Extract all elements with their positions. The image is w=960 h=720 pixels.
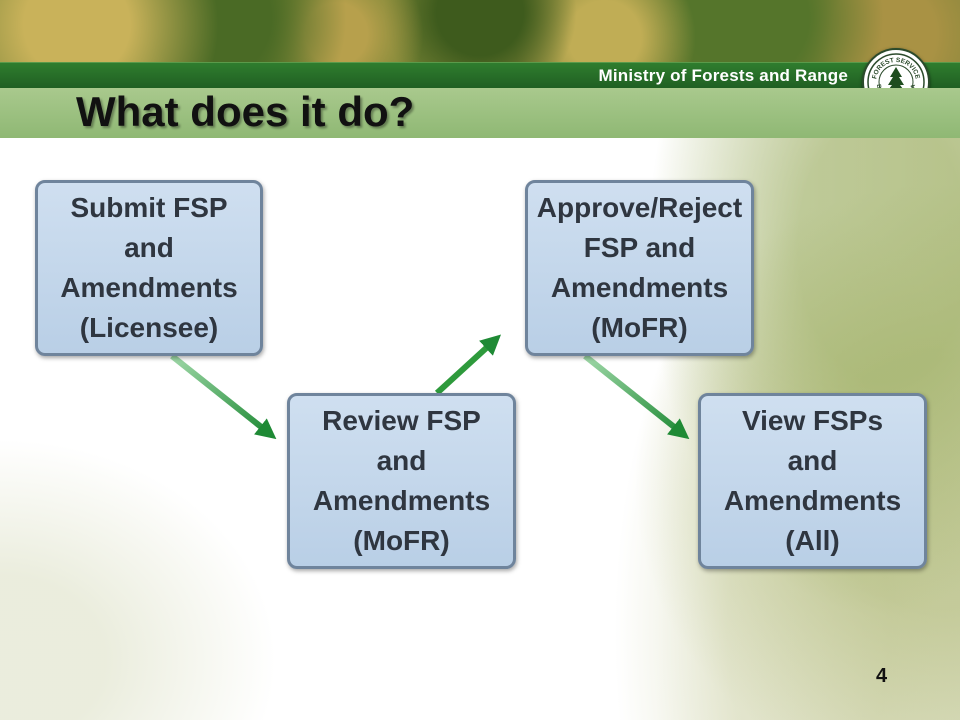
arrow-submit-to-review (170, 353, 277, 440)
box-text-line: Approve/Reject (536, 192, 743, 223)
box-text-line: Amendments (312, 485, 491, 516)
box-text-line: (MoFR) (591, 312, 688, 343)
arrow-approve-to-view (583, 353, 690, 440)
ministry-name: Ministry of Forests and Range (598, 66, 848, 85)
box-text-line: (Licensee) (79, 312, 219, 343)
title-band (0, 88, 960, 138)
box-text-line: (All) (785, 525, 840, 556)
forest-banner-image (0, 0, 960, 62)
foliage-background-left (0, 420, 300, 720)
box-text-line: View FSPs (741, 405, 884, 436)
process-box-view: View FSPs and Amendments (All) (698, 393, 927, 569)
arrow-review-to-approve (434, 334, 502, 396)
box-text-line: and (376, 445, 427, 476)
process-box-approve: Approve/Reject FSP and Amendments (MoFR) (525, 180, 754, 356)
box-text-line: Amendments (60, 272, 238, 303)
box-text-line: and (787, 445, 838, 476)
process-box-submit: Submit FSP and Amendments (Licensee) (35, 180, 263, 356)
slide-number: 4 (876, 665, 888, 687)
process-box-review: Review FSP and Amendments (MoFR) (287, 393, 516, 569)
box-text-line: FSP and (583, 232, 696, 263)
ministry-header-bar (0, 62, 960, 89)
box-text-line: and (124, 232, 174, 263)
box-text-line: Amendments (723, 485, 902, 516)
box-text-line: (MoFR) (353, 525, 450, 556)
box-text-line: Amendments (550, 272, 729, 303)
page-title: What does it do? (76, 88, 415, 135)
box-text-line: Submit FSP (70, 192, 228, 223)
box-text-line: Review FSP (322, 405, 481, 436)
